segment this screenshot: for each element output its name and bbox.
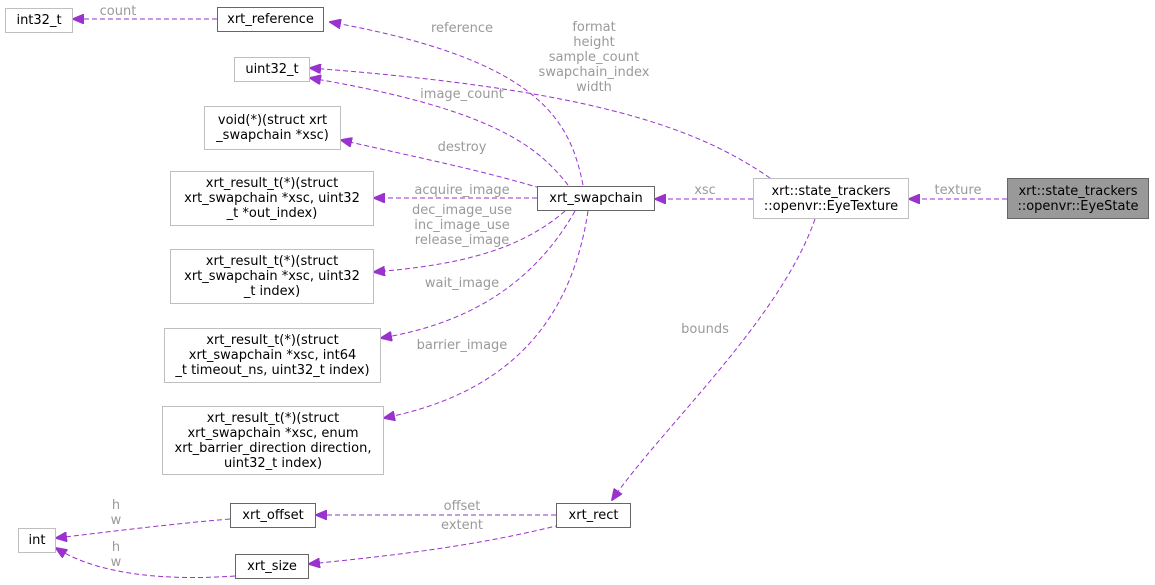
edge-bounds [612, 218, 816, 500]
node-label: xrt_result_t(*)(struct [205, 176, 339, 191]
edge-wait-image [381, 210, 576, 338]
node-label: xrt_swapchain [549, 191, 643, 206]
node-label: xrt_barrier_direction direction, [174, 440, 372, 456]
edge-size-int [56, 548, 236, 578]
node-label: _t *out_index) [226, 206, 318, 221]
node-barrier-fn[interactable]: xrt_result_t(*)(struct xrt_swapchain *xs… [162, 406, 384, 475]
node-label: xrt_swapchain *xsc, uint32 [184, 269, 360, 284]
node-label: xrt_rect [568, 508, 619, 523]
node-eye-texture[interactable]: xrt::state_trackers ::openvr::EyeTexture [753, 178, 909, 219]
node-label: xrt::state_trackers [1018, 183, 1138, 199]
node-label: uint32_t [245, 62, 299, 77]
node-label: xrt_result_t(*)(struct [206, 410, 340, 426]
edge-label-acquire-image: acquire_image [414, 183, 510, 198]
edge-label-xsc: xsc [694, 183, 716, 198]
node-label: xrt_swapchain *xsc, uint32 [184, 191, 360, 206]
node-destroy-fn[interactable]: void(*)(struct xrt _swapchain *xsc) [204, 106, 341, 150]
edge-label-image-count: image_count [420, 87, 504, 102]
node-xrt-offset[interactable]: xrt_offset [230, 503, 316, 528]
node-label: xrt_result_t(*)(struct [205, 254, 339, 269]
node-label: _swapchain *xsc) [216, 128, 329, 143]
node-xrt-reference[interactable]: xrt_reference [217, 7, 324, 32]
edge-label-extent: extent [441, 518, 483, 533]
node-label: ::openvr::EyeTexture [763, 198, 899, 214]
edge-label-use-image: dec_image_use inc_image_use release_imag… [412, 203, 512, 248]
edge-offset-int [56, 518, 231, 538]
edge-barrier-image [384, 210, 589, 418]
node-label: _t index) [243, 284, 301, 299]
edge-label-offset-hw: h w [110, 498, 122, 528]
edge-label-count: count [99, 4, 137, 19]
edge-label-wait-image: wait_image [424, 276, 500, 291]
node-use-fn[interactable]: xrt_result_t(*)(struct xrt_swapchain *xs… [170, 249, 374, 304]
edge-label-destroy: destroy [437, 140, 487, 155]
edge-label-texture: texture [934, 183, 982, 198]
node-int[interactable]: int [18, 528, 56, 553]
edge-use-image [374, 210, 566, 272]
node-label: xrt_swapchain *xsc, enum [187, 425, 359, 441]
node-xrt-swapchain[interactable]: xrt_swapchain [537, 186, 655, 211]
node-label: xrt_offset [242, 508, 304, 523]
node-label: int32_t [16, 13, 62, 28]
node-label: xrt_reference [227, 12, 314, 27]
node-label: xrt_swapchain *xsc, int64 [188, 348, 357, 363]
edge-label-offset: offset [443, 499, 481, 514]
edge-image-count [310, 78, 569, 186]
edge-eye-fields [310, 68, 771, 179]
edge-label-barrier-image: barrier_image [416, 338, 508, 353]
node-label: xrt_size [247, 559, 297, 574]
node-label: uint32_t index) [223, 455, 323, 471]
node-wait-fn[interactable]: xrt_result_t(*)(struct xrt_swapchain *xs… [164, 328, 381, 383]
node-eye-state[interactable]: xrt::state_trackers ::openvr::EyeState [1007, 178, 1149, 219]
node-acquire-fn[interactable]: xrt_result_t(*)(struct xrt_swapchain *xs… [170, 171, 374, 226]
node-xrt-rect[interactable]: xrt_rect [556, 503, 631, 528]
edge-extent [309, 524, 561, 564]
edge-label-bounds: bounds [681, 322, 729, 337]
node-uint32-t[interactable]: uint32_t [234, 57, 310, 82]
node-label: ::openvr::EyeState [1017, 198, 1139, 214]
edge-label-reference: reference [430, 21, 494, 36]
node-label: int [28, 533, 46, 548]
edge-label-eye-fields: format height sample_count swapchain_ind… [538, 20, 650, 95]
node-label: xrt_result_t(*)(struct [206, 333, 339, 348]
edge-label-size-hw: h w [110, 540, 122, 570]
node-int32-t[interactable]: int32_t [5, 8, 73, 33]
node-label: void(*)(struct xrt [217, 113, 328, 128]
node-label: xrt::state_trackers [771, 183, 891, 199]
node-label: _t timeout_ns, uint32_t index) [175, 363, 370, 378]
node-xrt-size[interactable]: xrt_size [235, 554, 309, 579]
